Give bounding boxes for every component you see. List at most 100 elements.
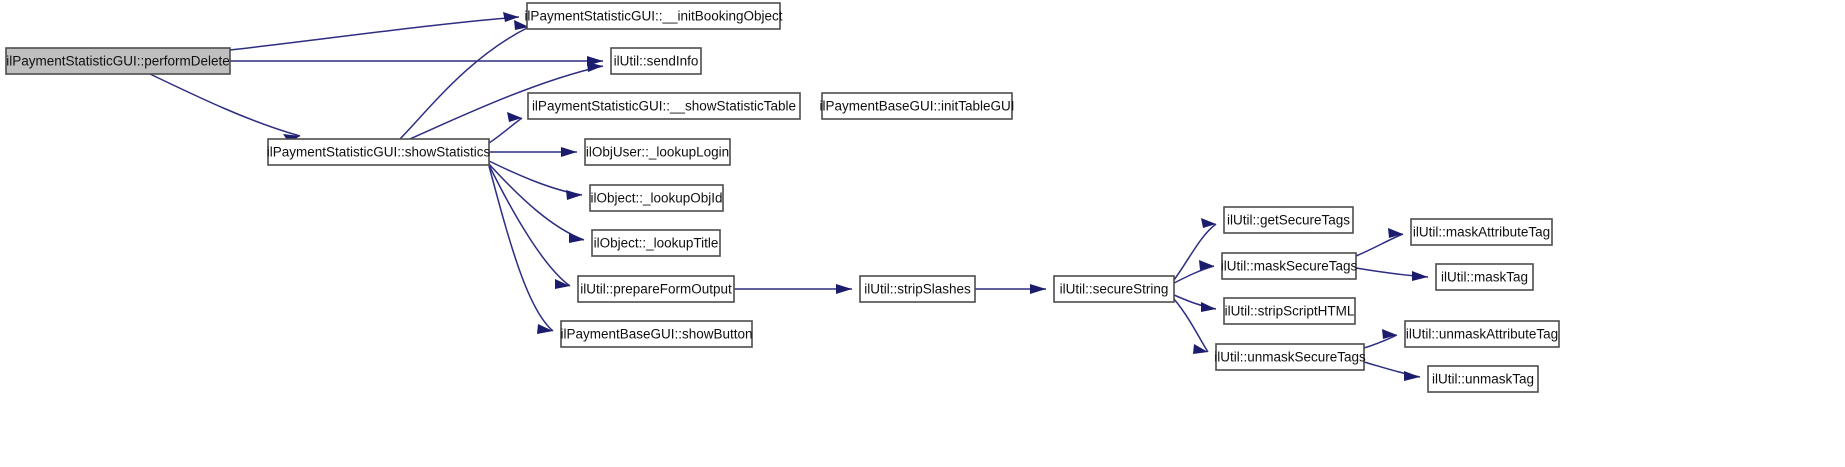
edge-showStatistics-to-lookupLogin <box>489 147 577 157</box>
node-label: ilObject::_lookupTitle <box>594 236 719 251</box>
edge-showStatistics-to-showButton <box>488 165 554 334</box>
node-showStatistics[interactable]: ilPaymentStatisticGUI::showStatistics <box>267 138 491 166</box>
node-box[interactable] <box>267 138 490 166</box>
arrowhead-icon <box>537 324 553 334</box>
node-lookupObjId[interactable]: ilObject::_lookupObjId <box>589 184 724 212</box>
node-box[interactable] <box>1410 218 1553 246</box>
edge-prepareFormOutput-to-stripSlashes <box>734 284 852 294</box>
node-lookupTitle[interactable]: ilObject::_lookupTitle <box>591 229 721 257</box>
edge-secureString-to-maskSecureTags <box>1173 260 1215 284</box>
arrowhead-icon <box>566 190 582 200</box>
arrowhead-icon <box>1201 218 1216 228</box>
arrowhead-icon <box>1199 260 1214 270</box>
edge-line <box>1173 265 1215 284</box>
arrowhead-icon <box>1382 329 1397 339</box>
edge-showStatistics-to-initBookingObject <box>399 20 530 140</box>
arrowhead-icon <box>1388 228 1403 238</box>
node-maskTag[interactable]: ilUtil::maskTag <box>1435 263 1534 291</box>
node-box[interactable] <box>527 92 801 120</box>
node-lookupLogin[interactable]: ilObjUser::_lookupLogin <box>584 138 731 166</box>
arrowhead-icon <box>569 233 584 243</box>
node-label: ilUtil::getSecureTags <box>1227 213 1350 228</box>
node-box[interactable] <box>577 275 735 303</box>
edge-stripSlashes-to-secureString <box>975 284 1046 294</box>
node-box[interactable] <box>1053 275 1175 303</box>
node-box[interactable] <box>1427 365 1539 393</box>
edge-showStatistics-to-showStatisticTable <box>488 112 523 144</box>
edge-line <box>1355 233 1404 257</box>
node-stripScriptHTML[interactable]: ilUtil::stripScriptHTML <box>1223 297 1356 325</box>
node-box[interactable] <box>584 138 731 166</box>
node-unmaskAttributeTag[interactable]: ilUtil::unmaskAttributeTag <box>1404 320 1560 348</box>
node-box[interactable] <box>1435 263 1534 291</box>
node-label: ilUtil::prepareFormOutput <box>580 282 732 297</box>
node-label: ilUtil::sendInfo <box>614 54 699 69</box>
node-layer: ilPaymentStatisticGUI::performDeleteilPa… <box>5 2 1560 393</box>
edge-unmaskSecureTags-to-unmaskTag <box>1363 361 1421 381</box>
node-getSecureTags[interactable]: ilUtil::getSecureTags <box>1223 206 1354 234</box>
node-box[interactable] <box>1223 206 1354 234</box>
node-showButton[interactable]: ilPaymentBaseGUI::showButton <box>560 320 753 348</box>
edge-layer <box>149 12 1429 381</box>
node-showStatisticTable[interactable]: ilPaymentStatisticGUI::__showStatisticTa… <box>527 92 801 120</box>
node-label: ilUtil::stripScriptHTML <box>1225 304 1355 319</box>
edge-unmaskSecureTags-to-unmaskAttributeTag <box>1363 329 1398 349</box>
node-box[interactable] <box>821 92 1013 120</box>
edge-showStatistics-to-sendInfo <box>409 62 604 140</box>
edge-line <box>149 73 301 137</box>
node-label: ilUtil::maskSecureTags <box>1221 259 1358 274</box>
node-initTableGUI[interactable]: ilPaymentBaseGUI::initTableGUI <box>819 92 1015 120</box>
node-box[interactable] <box>1215 343 1365 371</box>
edge-line <box>1173 298 1209 353</box>
node-box[interactable] <box>859 275 976 303</box>
edge-secureString-to-getSecureTags <box>1173 218 1217 281</box>
edge-line <box>229 16 520 51</box>
edge-line <box>1173 223 1217 281</box>
node-label: ilUtil::secureString <box>1060 282 1169 297</box>
node-unmaskSecureTags[interactable]: ilUtil::unmaskSecureTags <box>1214 343 1366 371</box>
node-box[interactable] <box>610 47 702 75</box>
edge-line <box>1363 334 1398 349</box>
edge-maskSecureTags-to-maskAttributeTag <box>1355 228 1404 257</box>
edge-line <box>409 65 604 140</box>
node-box[interactable] <box>591 229 721 257</box>
node-sendInfo[interactable]: ilUtil::sendInfo <box>610 47 702 75</box>
edge-performDelete-to-showStatistics <box>149 73 301 143</box>
arrowhead-icon <box>561 147 577 157</box>
node-label: ilPaymentStatisticGUI::__showStatisticTa… <box>532 99 796 114</box>
node-label: ilObjUser::_lookupLogin <box>586 145 729 160</box>
arrowhead-icon <box>1193 344 1208 354</box>
arrowhead-icon <box>503 12 519 22</box>
node-box[interactable] <box>5 47 231 75</box>
node-maskAttributeTag[interactable]: ilUtil::maskAttributeTag <box>1410 218 1553 246</box>
node-maskSecureTags[interactable]: ilUtil::maskSecureTags <box>1221 252 1358 280</box>
node-box[interactable] <box>560 320 753 348</box>
edge-showStatistics-to-lookupObjId <box>488 160 583 200</box>
node-stripSlashes[interactable]: ilUtil::stripSlashes <box>859 275 976 303</box>
node-label: ilPaymentBaseGUI::showButton <box>560 327 752 342</box>
node-initBookingObject[interactable]: ilPaymentStatisticGUI::__initBookingObje… <box>524 2 783 30</box>
arrowhead-icon <box>1030 284 1046 294</box>
node-label: ilUtil::maskTag <box>1441 270 1528 285</box>
edge-line <box>399 26 530 140</box>
node-label: ilUtil::unmaskAttributeTag <box>1406 327 1558 342</box>
edge-line <box>488 164 571 287</box>
node-box[interactable] <box>526 2 781 30</box>
edge-showStatistics-to-lookupTitle <box>488 163 585 243</box>
node-performDelete[interactable]: ilPaymentStatisticGUI::performDelete <box>5 47 231 75</box>
node-box[interactable] <box>589 184 724 212</box>
node-box[interactable] <box>1221 252 1357 280</box>
node-unmaskTag[interactable]: ilUtil::unmaskTag <box>1427 365 1539 393</box>
node-box[interactable] <box>1223 297 1356 325</box>
node-label: ilUtil::unmaskTag <box>1432 372 1534 387</box>
node-box[interactable] <box>1404 320 1560 348</box>
node-label: ilPaymentBaseGUI::initTableGUI <box>819 99 1014 114</box>
edge-line <box>488 163 585 241</box>
node-label: ilPaymentStatisticGUI::__initBookingObje… <box>524 9 782 24</box>
arrowhead-icon <box>514 20 529 30</box>
node-prepareFormOutput[interactable]: ilUtil::prepareFormOutput <box>577 275 735 303</box>
node-label: ilUtil::maskAttributeTag <box>1413 225 1550 240</box>
node-secureString[interactable]: ilUtil::secureString <box>1053 275 1175 303</box>
